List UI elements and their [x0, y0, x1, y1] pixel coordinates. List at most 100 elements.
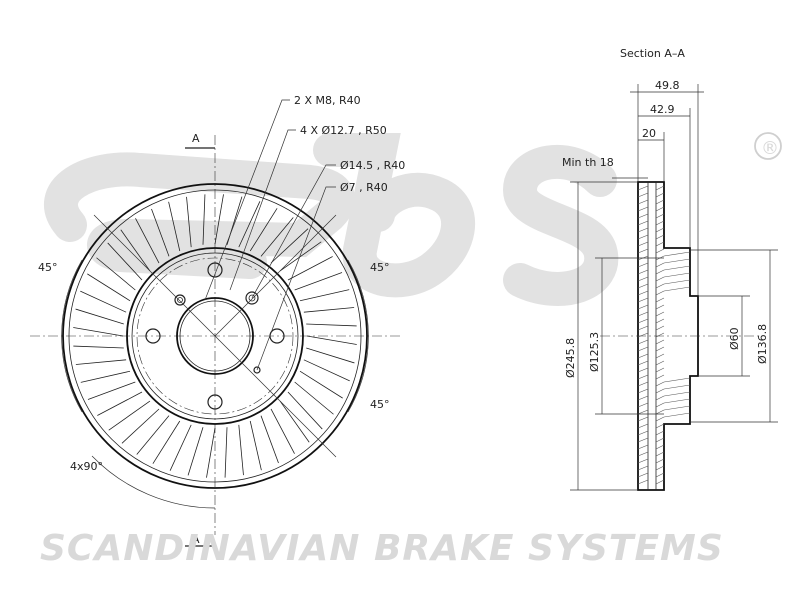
hatch-line — [655, 360, 665, 366]
hatch-line — [655, 241, 665, 247]
vane — [80, 370, 131, 383]
vane — [151, 208, 170, 257]
bolt-pitch-circle — [136, 257, 294, 415]
hatch-line — [637, 206, 649, 212]
hatch-line — [637, 192, 649, 198]
outer-rim — [62, 183, 368, 489]
hatch-line — [637, 465, 649, 471]
callout-leader-2 — [229, 129, 296, 291]
hatch-line — [637, 262, 649, 268]
hatch-line — [655, 374, 665, 380]
callout-leader-1 — [204, 99, 290, 301]
hat-inner-edge — [131, 252, 299, 420]
hatch-line — [655, 353, 665, 359]
hatch-line — [637, 276, 649, 282]
hatch-line — [637, 213, 649, 219]
center-bore-chamfer — [179, 300, 251, 372]
wheel-bolt-hole-left — [145, 328, 161, 344]
hatch-line — [655, 192, 665, 198]
vane — [279, 241, 322, 272]
wheel-bolt-hole-bottom — [207, 394, 223, 410]
hatch-line — [637, 409, 649, 415]
hatch-line — [637, 381, 649, 387]
callout-leader-4 — [256, 186, 336, 371]
hatch-line — [655, 248, 665, 254]
hatch-line — [637, 227, 649, 233]
hatch-line — [637, 388, 649, 394]
hatch-line — [655, 416, 665, 422]
hatch-line — [663, 384, 691, 390]
vane — [168, 201, 181, 252]
dim-outer-diameter: Ø245.8 — [564, 338, 577, 378]
hatch-line — [637, 346, 649, 352]
vane — [87, 381, 136, 400]
hatch-line — [637, 290, 649, 296]
vane — [214, 194, 224, 245]
vane — [238, 201, 261, 248]
hatch-line — [637, 269, 649, 275]
hatch-line — [637, 332, 649, 338]
dim-429: 42.9 — [650, 103, 675, 116]
hatch-line — [637, 367, 649, 373]
angle-ray-top-right — [214, 214, 337, 337]
cooling-vanes — [73, 194, 357, 478]
hatch-line — [663, 405, 691, 411]
hatch-line — [655, 346, 665, 352]
hatch-line — [637, 248, 649, 254]
vane — [303, 307, 355, 313]
angle-label-left: 45° — [38, 261, 58, 274]
section-title: Section A–A — [620, 47, 685, 60]
threaded-hole-left-core — [177, 297, 183, 303]
hatch-line — [655, 206, 665, 212]
vane — [75, 359, 127, 365]
dim-diameter-1368: Ø136.8 — [756, 324, 769, 364]
hatch-line — [655, 220, 665, 226]
dim-498: 49.8 — [655, 79, 680, 92]
hatch-line — [637, 458, 649, 464]
wheel-bolt-hole-top — [207, 262, 223, 278]
hat-outer-edge — [126, 247, 304, 425]
vane — [287, 391, 323, 430]
callout-leader-3 — [251, 164, 336, 299]
hatch-line — [655, 311, 665, 317]
min-thickness-label: Min th 18 — [562, 156, 614, 169]
hatch-line — [637, 241, 649, 247]
hatch-line — [655, 325, 665, 331]
hatch-line — [637, 437, 649, 443]
vane — [287, 256, 333, 281]
vane — [107, 242, 143, 281]
hatch-line — [637, 297, 649, 303]
hatch-line — [655, 444, 665, 450]
hatch-line — [637, 374, 649, 380]
hatch-line — [655, 332, 665, 338]
hatch-line — [637, 353, 649, 359]
hatch-line — [663, 286, 691, 292]
hatch-line — [663, 258, 691, 264]
vane — [96, 257, 136, 291]
vane — [249, 420, 262, 471]
hatch-line — [655, 451, 665, 457]
hatch-line — [637, 423, 649, 429]
hatch-line — [663, 391, 691, 397]
hatch-line — [637, 325, 649, 331]
vane — [260, 217, 294, 257]
vane — [135, 218, 160, 264]
outer-rim-inner-edge — [68, 189, 362, 483]
vane — [80, 290, 127, 313]
vane — [73, 327, 124, 337]
hatch-line — [637, 444, 649, 450]
hatch-line — [637, 451, 649, 457]
section-view: Section A–A 49.8 42.9 20 Min th 18 Ø245.… — [562, 47, 778, 491]
angle-label-right-bottom: 45° — [370, 398, 390, 411]
hatch-line — [655, 458, 665, 464]
vane — [202, 194, 206, 245]
angle-arc-left — [61, 259, 83, 413]
hatch-line — [637, 304, 649, 310]
hatch-line — [655, 283, 665, 289]
registered-circle — [754, 132, 782, 160]
hatch-line — [637, 402, 649, 408]
callout-large-hole: Ø14.5 , R40 — [340, 159, 405, 172]
vane — [75, 308, 124, 325]
hatch-line — [655, 430, 665, 436]
